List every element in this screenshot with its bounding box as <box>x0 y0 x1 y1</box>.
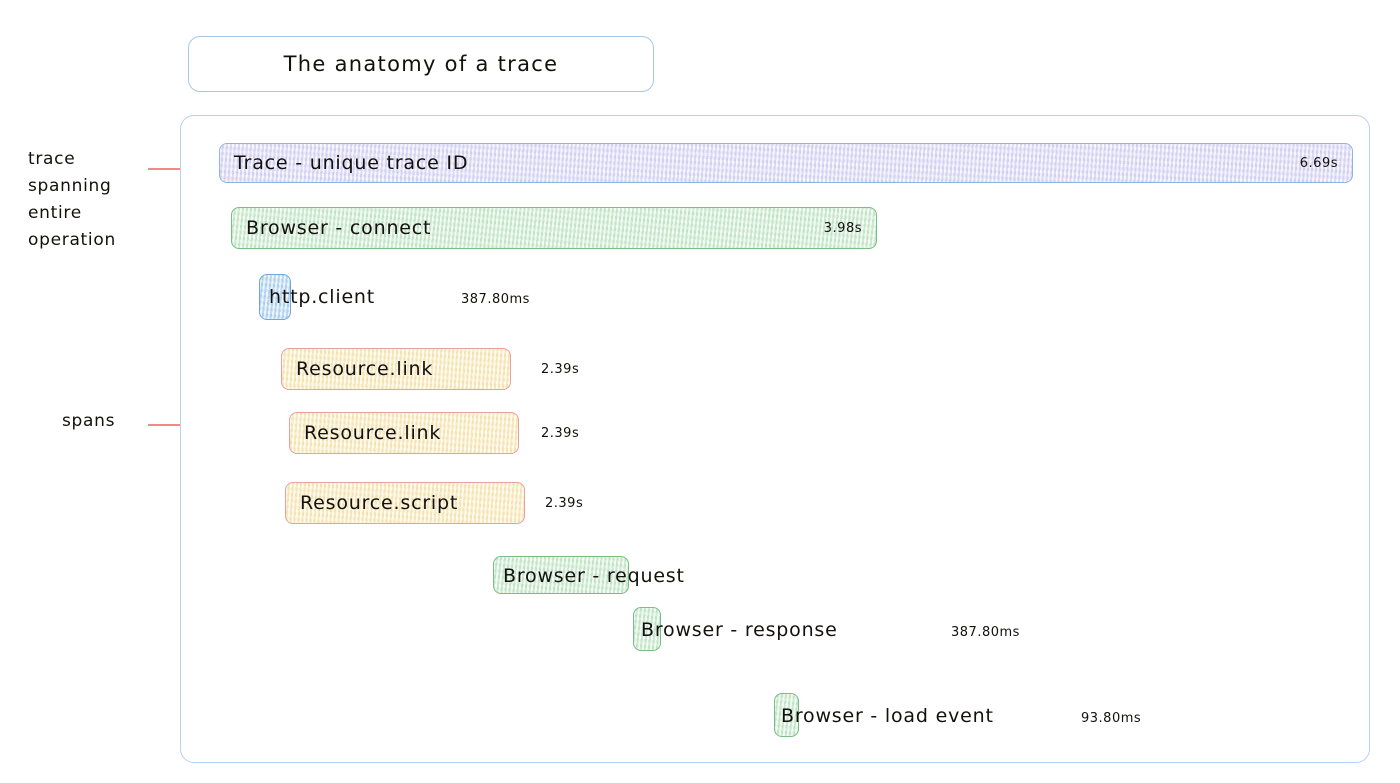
browser-load-event-bar[interactable] <box>774 693 799 737</box>
diagram-title-card: The anatomy of a trace <box>188 36 654 92</box>
trace-waterfall-panel: Trace - unique trace ID 6.69s Browser - … <box>180 115 1370 763</box>
page-title: The anatomy of a trace <box>283 52 559 76</box>
resource-link-bar-2[interactable]: Resource.link <box>289 412 519 454</box>
browser-response-bar-label: Browser - response <box>641 619 838 641</box>
browser-response-bar[interactable] <box>633 607 661 651</box>
trace-bar-label: Trace - unique trace ID <box>234 151 469 174</box>
browser-request-bar[interactable] <box>493 556 629 594</box>
spans-annotation-label: spans <box>62 411 116 431</box>
browser-load-event-bar-duration: 93.80ms <box>1081 711 1142 726</box>
resource-link-bar-2-label: Resource.link <box>304 421 442 444</box>
browser-load-event-bar-label: Browser - load event <box>781 705 994 727</box>
resource-link-bar-1-label: Resource.link <box>296 357 434 380</box>
browser-connect-bar-duration: 3.98s <box>823 220 862 236</box>
resource-script-bar-duration: 2.39s <box>545 496 584 511</box>
http-client-bar[interactable] <box>259 274 291 320</box>
resource-link-bar-1-duration: 2.39s <box>541 362 580 377</box>
trace-leader-line <box>148 168 210 170</box>
resource-link-bar-1[interactable]: Resource.link <box>281 348 511 390</box>
trace-annotation-label: trace spanning entire operation <box>28 149 116 250</box>
trace-bar[interactable]: Trace - unique trace ID 6.69s <box>219 143 1353 183</box>
browser-connect-bar-label: Browser - connect <box>246 216 432 239</box>
http-client-bar-duration: 387.80ms <box>461 292 530 307</box>
browser-connect-bar[interactable]: Browser - connect 3.98s <box>231 207 877 249</box>
trace-bar-duration: 6.69s <box>1299 155 1338 171</box>
browser-response-bar-duration: 387.80ms <box>951 625 1020 640</box>
spans-leader-line <box>148 424 210 426</box>
resource-script-bar[interactable]: Resource.script <box>285 482 525 524</box>
resource-script-bar-label: Resource.script <box>300 491 459 514</box>
resource-link-bar-2-duration: 2.39s <box>541 426 580 441</box>
